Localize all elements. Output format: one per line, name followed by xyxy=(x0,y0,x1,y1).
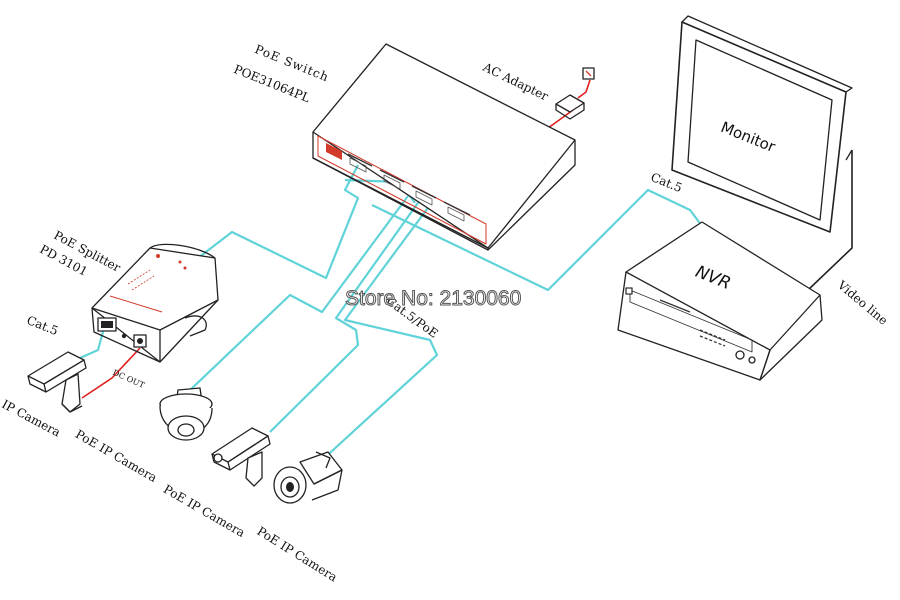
cable-switch-to-bullet-cam xyxy=(269,199,421,433)
bullet-camera xyxy=(211,427,271,487)
nvr xyxy=(617,221,823,381)
ac-adapter-cable xyxy=(547,109,574,129)
box-camera xyxy=(273,451,343,504)
poe-splitter xyxy=(91,243,219,363)
cable-switch-to-speed-dome xyxy=(187,195,409,393)
store-watermark: Store No: 2130060 xyxy=(344,287,522,311)
cable-splitter-to-ipcam xyxy=(79,327,106,360)
cable-switch-to-box-cam xyxy=(319,204,439,463)
dc-out-cable xyxy=(81,347,141,399)
video-line xyxy=(807,150,853,291)
speed-dome-camera xyxy=(159,387,213,441)
monitor xyxy=(671,15,853,291)
ip-camera xyxy=(27,351,87,413)
ac-adapter xyxy=(555,67,595,120)
ac-plug-cable xyxy=(577,79,591,99)
poe-switch xyxy=(312,43,576,251)
cable-switch-to-splitter xyxy=(197,164,360,280)
power-cables xyxy=(81,79,591,399)
